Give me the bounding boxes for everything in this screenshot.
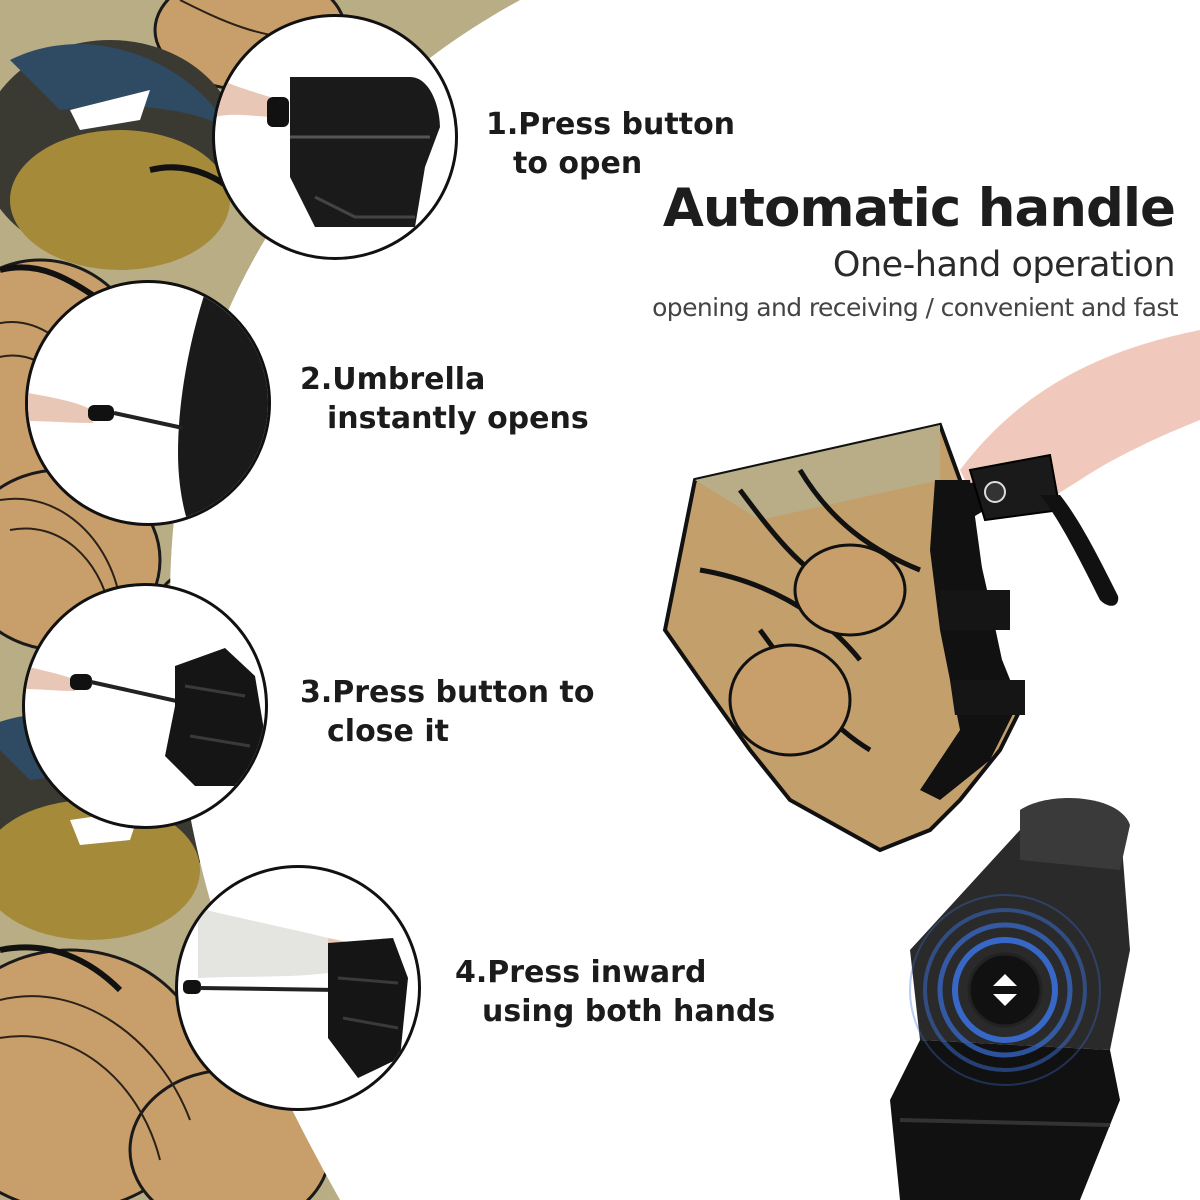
step-2-line-2: instantly opens bbox=[327, 401, 589, 436]
step-4-line-2: using both hands bbox=[482, 994, 776, 1029]
hands-folding-umbrella-image bbox=[183, 908, 408, 1078]
headline: Automatic handle bbox=[662, 178, 1176, 239]
folded-umbrella-image bbox=[662, 330, 1200, 853]
step-2-photo bbox=[25, 280, 271, 526]
step-1-line-1: 1.Press button bbox=[486, 107, 736, 142]
handle-closeup-image bbox=[890, 798, 1130, 1200]
step-4-photo bbox=[175, 865, 421, 1111]
open-close-button-icon bbox=[967, 952, 1043, 1028]
step-4-line-1: 4.Press inward bbox=[455, 955, 707, 990]
umbrella-closing-image bbox=[25, 648, 265, 786]
step-3-text: 3.Press button to close it bbox=[300, 673, 594, 751]
umbrella-opened-image bbox=[28, 283, 268, 523]
step-3-photo bbox=[22, 583, 268, 829]
hand-pressing-button-image bbox=[215, 77, 440, 227]
press-ripple-icon bbox=[909, 894, 1101, 1086]
step-2-text: 2.Umbrella instantly opens bbox=[300, 360, 589, 438]
step-3-line-1: 3.Press button to bbox=[300, 675, 595, 710]
subtitle: One-hand operation bbox=[832, 245, 1176, 285]
step-1-text: 1.Press button to open bbox=[486, 105, 735, 183]
step-3-line-2: close it bbox=[327, 714, 449, 749]
tagline: opening and receiving / convenient and f… bbox=[652, 293, 1178, 322]
step-1-photo bbox=[212, 14, 458, 260]
step-2-line-1: 2.Umbrella bbox=[300, 362, 486, 397]
step-4-text: 4.Press inward using both hands bbox=[455, 953, 775, 1031]
step-1-line-2: to open bbox=[513, 146, 643, 181]
